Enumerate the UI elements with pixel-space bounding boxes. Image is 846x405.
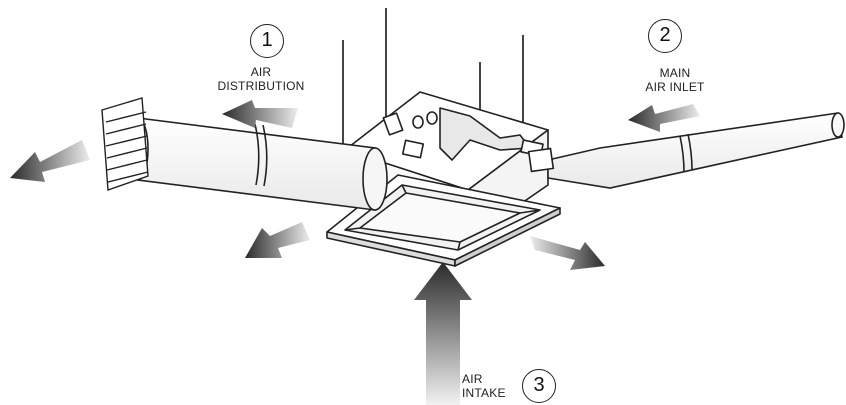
callout-number-1: 1	[250, 24, 284, 58]
hanger-rods	[342, 8, 524, 150]
air-distribution-label: AIR DISTRIBUTION	[196, 65, 326, 93]
distribution-duct	[127, 117, 388, 211]
label-line: AIR	[250, 65, 272, 79]
arrow-grille-outlet-icon	[10, 140, 90, 182]
callout-number-2: 2	[648, 19, 682, 53]
main-air-inlet-label: MAIN AIR INLET	[625, 66, 725, 94]
arrow-outlet-left-icon	[245, 222, 310, 258]
label-line: AIR INLET	[645, 80, 705, 94]
arrow-main-inlet-icon	[628, 104, 700, 132]
arrow-air-intake-icon	[414, 262, 472, 405]
arrow-distribution-icon	[222, 100, 298, 128]
callout-number-3: 3	[522, 369, 556, 403]
flow-arrows	[10, 100, 700, 405]
label-line: INTAKE	[462, 386, 506, 400]
supply-grille	[101, 97, 149, 191]
label-line: AIR	[462, 372, 483, 386]
inlet-duct	[527, 112, 845, 189]
label-line: DISTRIBUTION	[217, 79, 305, 93]
arrow-outlet-right-icon	[530, 236, 605, 270]
air-intake-label: AIR INTAKE	[462, 372, 522, 400]
label-line: MAIN	[659, 66, 691, 80]
